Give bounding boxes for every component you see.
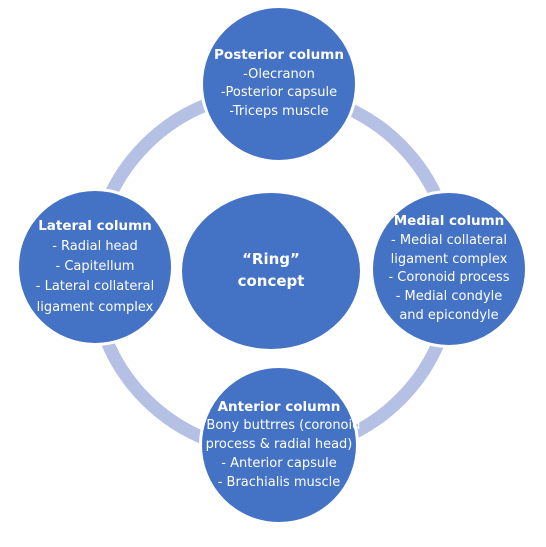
anterior-column-title: Anterior column [217,398,341,415]
center-title-line-2: concept [237,272,305,290]
posterior-item: -Posterior capsule [220,85,338,101]
anterior-item: - Anterior capsule [221,455,337,471]
lateral-column-circle: Lateral column - Radial head - Capitellu… [16,188,174,346]
medial-column-circle: Medial column - Medial collateral ligame… [370,190,528,348]
medial-column-title: Medial column [393,213,505,230]
medial-item: ligament complex [390,251,508,267]
lateral-item: - Lateral collateral [35,279,155,295]
lateral-item: ligament complex [36,299,154,315]
lateral-item: - Radial head [52,239,138,255]
anterior-item: - Brachialis muscle [217,474,341,490]
posterior-column-circle: Posterior column -Olecranon -Posterior c… [200,5,358,163]
posterior-column-title: Posterior column [214,46,344,63]
anterior-item: - Bony buttrres (coronoid [197,418,361,434]
posterior-item: -Olecranon [243,66,315,82]
medial-item: and epicondyle [399,308,499,324]
center-title-line-1: “Ring” [242,250,300,269]
lateral-item: - Capitellum [55,259,135,275]
center-circle-ring-concept: “Ring” concept [179,190,363,352]
anterior-column-circle: Anterior column - Bony buttrres (coronoi… [197,365,361,525]
lateral-column-title: Lateral column [38,218,152,235]
medial-item: - Medial condyle [395,289,503,305]
medial-item: - Coronoid process [388,270,510,286]
anterior-item: process & radial head) [205,436,353,452]
medial-item: - Medial collateral [391,232,507,248]
posterior-item: -Triceps muscle [229,104,329,120]
